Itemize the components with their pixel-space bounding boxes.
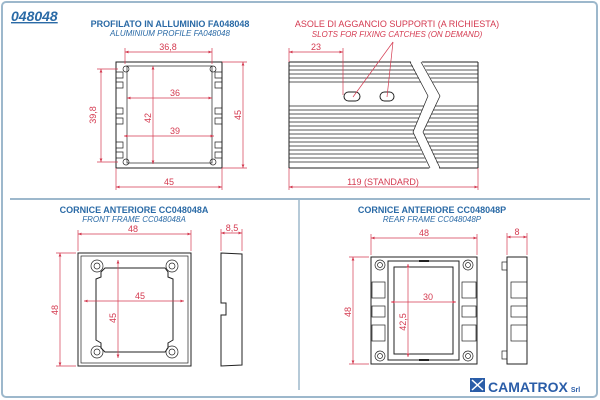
- rear-frame-tabs: [371, 259, 477, 362]
- dim-bottom: 45: [164, 177, 174, 187]
- logo-text: CAMATROX: [488, 379, 569, 395]
- dim-inner-height: 45: [108, 313, 118, 323]
- front-frame-section: CORNICE ANTERIORE CC048048A FRONT FRAME …: [50, 205, 243, 367]
- rear-frame-title: CORNICE ANTERIORE CC048048P: [358, 205, 506, 215]
- side-profile-section: ASOLE DI AGGANCIO SUPPORTI (A RICHIESTA)…: [288, 19, 499, 190]
- front-frame-title: CORNICE ANTERIORE CC048048A: [60, 205, 209, 215]
- dim-left: 39,8: [88, 106, 98, 124]
- dim-height: 48: [50, 305, 60, 315]
- company-logo: CAMATROX Srl: [470, 378, 580, 395]
- dim-inner-width: 45: [135, 291, 145, 301]
- slots-note: ASOLE DI AGGANCIO SUPPORTI (A RICHIESTA): [295, 19, 499, 29]
- dim-height: 48: [343, 307, 353, 317]
- rear-frame-section: CORNICE ANTERIORE CC048048P REAR FRAME C…: [343, 205, 528, 365]
- dim-inner-height: 42,5: [398, 313, 408, 331]
- logo-suffix: Srl: [571, 387, 580, 394]
- rear-frame-side-view: [501, 256, 528, 365]
- profile-subtitle: ALUMINIUM PROFILE FA048048: [109, 29, 230, 38]
- profile-section: PROFILATO IN ALLUMINIO FA048048 ALUMINIU…: [88, 19, 249, 190]
- profile-shape: [115, 61, 223, 169]
- dim-offset: 23: [311, 42, 321, 52]
- profile-title: PROFILATO IN ALLUMINIO FA048048: [91, 19, 250, 29]
- dim-width: 48: [419, 228, 429, 238]
- rear-frame-subtitle: REAR FRAME CC048048P: [383, 215, 482, 224]
- dim-right: 45: [233, 110, 243, 120]
- dim-top: 36,8: [159, 42, 177, 52]
- slot: [379, 91, 395, 102]
- dim-width: 48: [128, 224, 138, 234]
- slots-note-en: SLOTS FOR FIXING CATCHES (ON DEMAND): [312, 30, 483, 39]
- screw-holes: [90, 259, 179, 359]
- dim-depth: 8,5: [226, 223, 239, 233]
- dim-inner-width: 30: [423, 292, 433, 302]
- dim-depth: 8: [514, 227, 519, 237]
- front-frame-subtitle: FRONT FRAME CC048048A: [82, 215, 186, 224]
- dim-inner-height: 42: [143, 113, 153, 123]
- dim-inner-width2: 39: [170, 126, 180, 136]
- product-code: 048048: [11, 8, 58, 24]
- slot: [343, 91, 361, 102]
- front-frame-side-view: [220, 252, 243, 367]
- profile-side-view: [288, 61, 479, 169]
- dim-inner-width: 36: [170, 88, 180, 98]
- dim-length: 119 (STANDARD): [347, 177, 419, 187]
